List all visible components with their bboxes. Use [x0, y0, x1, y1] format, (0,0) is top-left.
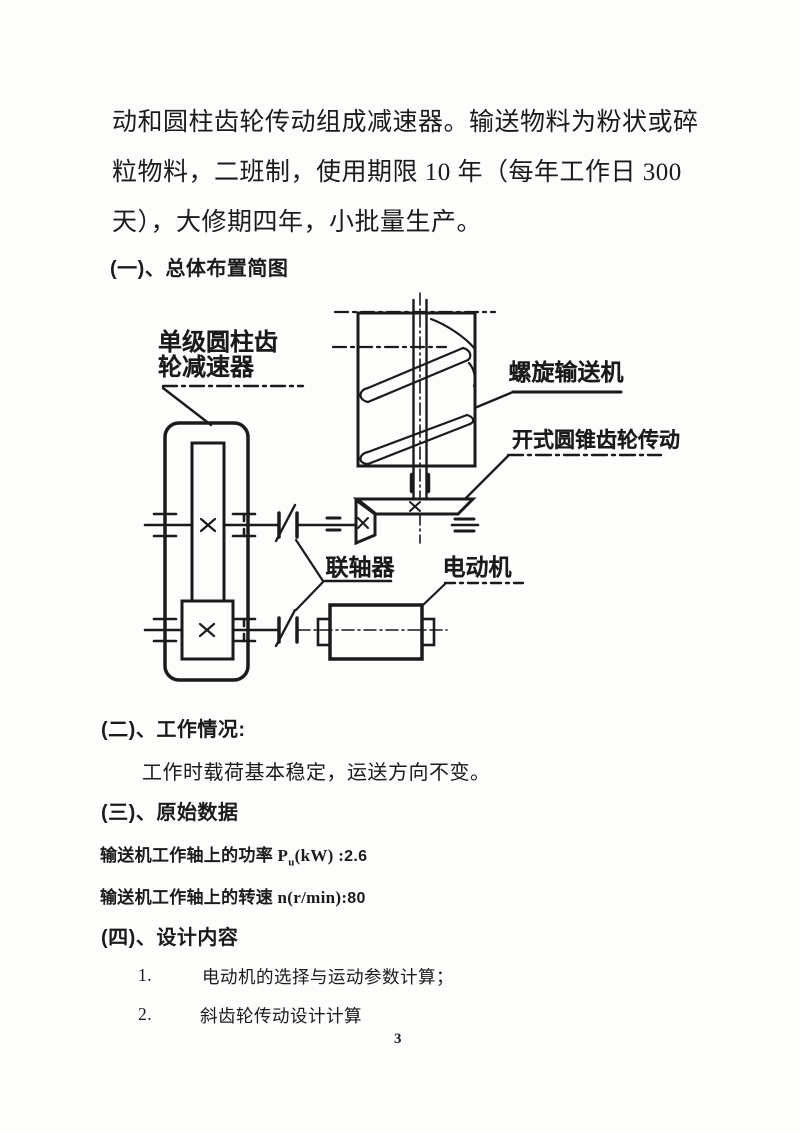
reducer-drawing [143, 421, 281, 682]
section3-heading: (三)、原始数据 [101, 802, 239, 824]
intro-paragraph: 动和圆柱齿轮传动组成减速器。输送物料为粉状或碎 粒物料，二班制，使用期限 10 … [112, 98, 702, 248]
reducer-label-line2: 轮减速器 [158, 354, 254, 381]
bearing-symbol [152, 512, 257, 643]
design-item-number: 1. [138, 965, 153, 985]
layout-diagram: 单级圆柱齿 轮减速器 螺旋输送机 开式圆锥齿轮传动 联轴器 电动机 [143, 292, 681, 682]
power-label: 输送机工作轴上的功率 P [100, 846, 289, 865]
page-number: 3 [394, 1031, 402, 1047]
leader-line [420, 582, 447, 608]
coupling-label: 联轴器 [326, 554, 395, 580]
power-unit: (kW) [294, 846, 334, 865]
section4-heading: (四)、设计内容 [101, 927, 239, 949]
leader-line [463, 454, 510, 501]
section2-body: 工作时载荷基本稳定，运送方向不变。 [142, 762, 491, 784]
motor-label: 电动机 [443, 554, 512, 580]
speed-label: 输送机工作轴上的转速 n(r/min): [100, 888, 348, 907]
paragraph-line: 粒物料，二班制，使用期限 10 年（每年工作日 300 [112, 159, 682, 186]
reducer-shafts [143, 523, 281, 632]
leader-line [161, 386, 213, 427]
screw-helix [359, 317, 477, 466]
gear-x-mark [357, 501, 421, 529]
bearing-symbol [325, 516, 476, 533]
coupling-symbol-lower [274, 608, 299, 648]
design-item-text: 电动机的选择与运动参数计算； [202, 967, 454, 987]
gear-x-mark [198, 517, 217, 638]
label-bevel-gear: 开式圆锥齿轮传动 [463, 429, 681, 501]
conveyor-label: 螺旋输送机 [509, 359, 624, 385]
motor-drawing [297, 603, 448, 661]
power-separator: : [333, 846, 345, 865]
leader-line [475, 390, 515, 409]
label-conveyor: 螺旋输送机 [475, 359, 624, 409]
reducer-label-line1: 单级圆柱齿 [158, 329, 278, 356]
paragraph-line: 动和圆柱齿轮传动组成减速器。输送物料为粉状或碎 [112, 109, 699, 136]
label-reducer: 单级圆柱齿 轮减速器 [158, 329, 305, 427]
paragraph-line: 天），大修期四年，小批量生产。 [112, 209, 483, 236]
coupling-symbol-upper [274, 503, 299, 543]
speed-value: 80 [347, 890, 366, 907]
bevel-gear-drawing [295, 497, 480, 546]
label-motor: 电动机 [420, 554, 525, 608]
power-value: 2.6 [344, 848, 368, 865]
design-item-text: 斜齿轮传动设计计算 [200, 1006, 362, 1026]
speed-data-line: 输送机工作轴上的转速 n(r/min):80 [100, 883, 366, 908]
design-item-number: 2. [138, 1004, 153, 1024]
power-data-line: 输送机工作轴上的功率 Pu(kW) :2.6 [100, 841, 367, 868]
label-coupling: 联轴器 [294, 538, 395, 612]
section2-heading: (二)、工作情况: [101, 719, 246, 741]
leader-line [294, 538, 325, 583]
power-subscript: u [288, 856, 295, 869]
section1-heading: (一)、总体布置简图 [110, 258, 289, 280]
leader-line [294, 580, 325, 612]
bevel-label: 开式圆锥齿轮传动 [512, 429, 680, 452]
